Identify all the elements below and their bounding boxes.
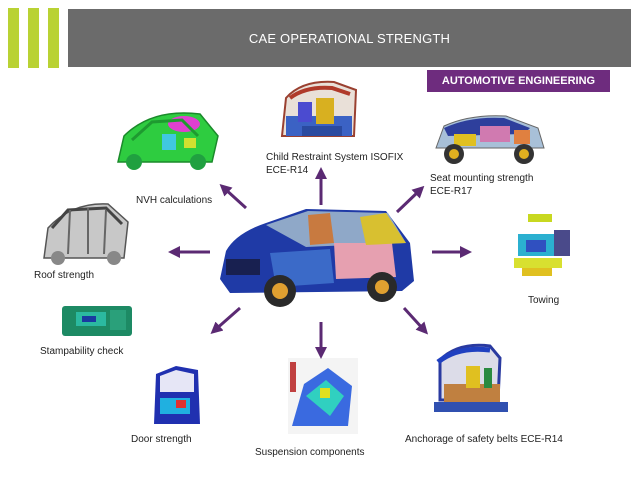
header-title: CAE OPERATIONAL STRENGTH: [68, 9, 631, 67]
arrow-to-seat-mounting: [395, 185, 425, 214]
label-towing: Towing: [528, 295, 560, 306]
arrow-to-safety-belts: [402, 306, 429, 335]
stampability-image: [62, 306, 132, 336]
seat-mounting-image: [435, 115, 545, 164]
label-safety-belts: Anchorage of safety belts ECE-R14: [405, 434, 563, 445]
label-seat-mounting: Seat mounting strength ECE-R17: [430, 172, 533, 198]
nvh-image: [117, 112, 219, 170]
towing-image: [514, 214, 570, 276]
label-child-restraint: Child Restraint System ISOFIX ECE-R14: [266, 151, 403, 177]
label-child-restraint-line2: ECE-R14: [266, 165, 309, 176]
label-suspension: Suspension components: [255, 447, 365, 458]
suspension-image: [288, 358, 358, 434]
label-stampability: Stampability check: [40, 346, 124, 357]
roof-strength-image: [43, 203, 129, 265]
child-restraint-image: [280, 80, 358, 137]
arrow-to-door: [210, 306, 241, 334]
label-door-strength: Door strength: [131, 434, 192, 445]
label-seat-mounting-line2: ECE-R17: [430, 186, 473, 197]
accent-bar-3: [48, 8, 59, 68]
accent-bar-2: [28, 8, 39, 68]
label-roof-strength: Roof strength: [34, 270, 95, 281]
accent-bar-1: [8, 8, 19, 68]
central-car-image: [220, 209, 414, 307]
automotive-engineering-badge: AUTOMOTIVE ENGINEERING: [427, 70, 610, 92]
arrow-to-nvh: [219, 183, 248, 210]
door-strength-image: [154, 366, 200, 424]
label-child-restraint-line1: Child Restraint System ISOFIX: [266, 152, 404, 163]
safety-belts-image: [434, 343, 508, 412]
label-seat-mounting-line1: Seat mounting strength: [430, 173, 534, 184]
label-nvh: NVH calculations: [136, 195, 213, 206]
